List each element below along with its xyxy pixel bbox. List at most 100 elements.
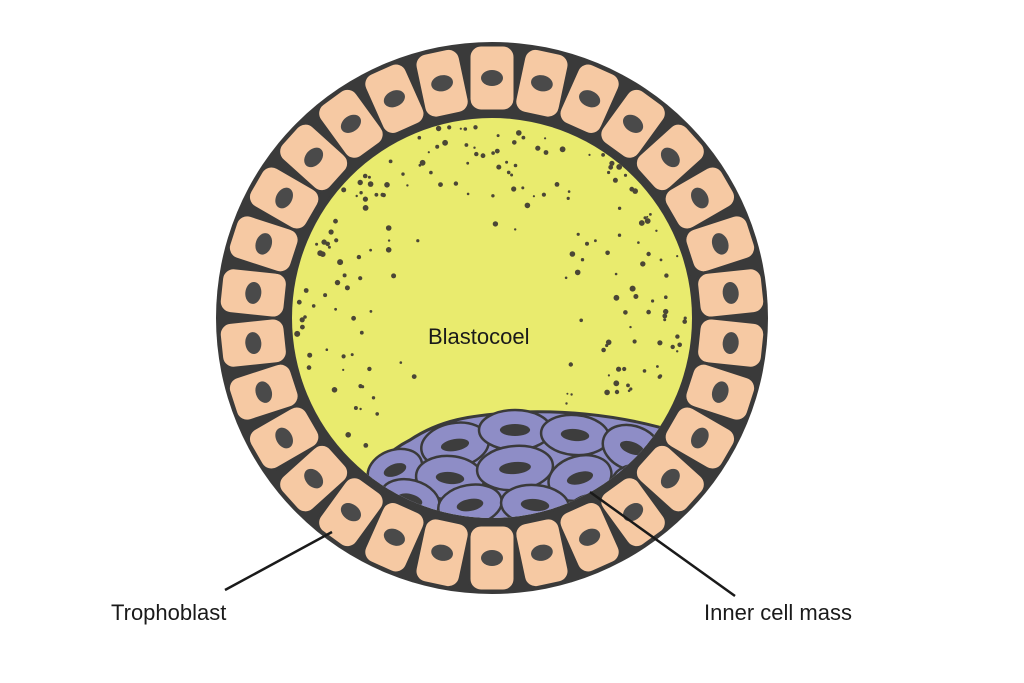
blastocoel-speck — [580, 258, 585, 262]
trophoblast-cell — [246, 404, 322, 472]
trophoblast-cell-nucleus — [383, 90, 405, 108]
blastocoel-speck — [644, 218, 651, 224]
blastocoel-speck — [505, 160, 509, 164]
trophoblast-cell-nucleus — [304, 468, 324, 489]
trophoblast-cell-nucleus — [579, 90, 601, 108]
trophoblast-cell-nucleus — [383, 528, 405, 546]
blastocoel-speck — [474, 151, 479, 157]
blastocoel-speck — [411, 374, 417, 379]
blastocoel-speck — [663, 308, 669, 315]
blastocoel-speck — [429, 170, 433, 175]
blastocoel-speck — [579, 318, 583, 323]
inner-cell-nucleus — [619, 440, 645, 456]
blastocoel-speck — [418, 163, 422, 167]
trophoblast-cell — [226, 213, 301, 275]
blastocoel-speck — [387, 239, 391, 242]
blastocoel-speck — [496, 134, 500, 138]
inner-cell-nucleus — [499, 424, 531, 436]
blastocoel-speck — [359, 407, 362, 411]
blastocoel-speck — [494, 148, 500, 154]
blastocoel-speck — [676, 255, 679, 258]
blastocoel-speck — [435, 125, 442, 132]
blastocoel-speck — [655, 229, 658, 232]
blastocoel-speck — [334, 279, 341, 286]
blastocoel-speck — [294, 330, 301, 337]
blastocoel-speck — [658, 374, 663, 378]
blastocoel-speck — [664, 273, 669, 278]
blastocoel-speck — [607, 374, 611, 377]
blastocoel-speck — [605, 339, 612, 346]
blastocoel-speck — [626, 383, 630, 388]
trophoblast-cell — [217, 266, 289, 320]
trophoblast-cell-nucleus — [711, 381, 729, 403]
blastocoel-speck — [617, 206, 622, 210]
blastocoel-speck — [315, 242, 319, 246]
blastocoel-speck — [463, 127, 468, 131]
blastocoel-speck — [613, 294, 620, 301]
trophoblast-cell-nucleus — [531, 544, 553, 561]
trophoblast-label: Trophoblast — [111, 600, 227, 625]
blastocoel-speck — [367, 366, 372, 372]
blastocoel-speck — [604, 389, 610, 396]
trophoblast-cell — [598, 475, 668, 550]
blastocoel-speck — [663, 318, 667, 322]
blastocoel-speck — [640, 261, 646, 267]
blastocoel-speck — [567, 190, 571, 193]
blastocoel-speck — [629, 325, 632, 329]
blastocoel-speck — [642, 369, 647, 373]
blastocoel-speck — [638, 220, 645, 226]
blastocoel-speck — [328, 229, 334, 235]
blastocoel-speck — [559, 146, 566, 153]
trophoblast-cell — [695, 266, 767, 320]
blastocoel-speck — [543, 150, 549, 155]
blastocoel-speck — [323, 293, 328, 298]
trophoblast-cell — [598, 86, 668, 161]
inner-cell-nucleus — [566, 471, 594, 485]
blastocoel-speck — [327, 245, 331, 249]
trophoblast-cell — [662, 404, 738, 472]
trophoblast-cell-nucleus — [481, 550, 503, 566]
blastocoel-speck — [623, 173, 628, 177]
trophoblast-cell — [277, 442, 351, 515]
blastocoel-speck — [683, 316, 687, 320]
inner-cell-mass-label: Inner cell mass — [704, 600, 852, 625]
blastocoel-speck — [331, 387, 338, 393]
blastocoel-speck — [317, 250, 324, 257]
inner-cell-nucleus — [383, 463, 407, 477]
inner-cell-nucleus — [520, 498, 550, 512]
blastocoel-speck — [566, 392, 569, 395]
blastocoel-speck — [341, 354, 346, 359]
blastocoel-speck — [359, 330, 364, 335]
blastocoel-speck — [569, 251, 576, 257]
blastocoel-speck — [521, 135, 526, 140]
trophoblast-cell-nucleus — [275, 427, 293, 449]
blastocoel-speck — [333, 218, 338, 224]
trophoblast-cell-nucleus — [531, 75, 553, 92]
blastocoel-speck — [616, 164, 623, 170]
trophoblast-cell-nucleus — [340, 114, 361, 133]
trophoblast-cell-nucleus — [255, 233, 273, 255]
blastocoel-speck — [682, 319, 687, 324]
blastocoel-speck — [391, 273, 397, 279]
blastocoel-speck — [524, 202, 531, 209]
blastocoel-speck — [544, 137, 547, 140]
blastocoel-speck — [646, 215, 649, 218]
blastocoel-speck — [362, 173, 368, 179]
blastocoel-speck — [399, 361, 403, 364]
blastocoel-speck — [646, 309, 651, 315]
blastocoel-speck — [651, 299, 655, 303]
blastocoel-speck — [511, 186, 517, 192]
blastocoel-speck — [350, 353, 354, 357]
blastocoel-speck — [427, 151, 430, 154]
blastocoel-speck — [510, 173, 514, 177]
blastocoel-speck — [447, 125, 452, 130]
blastocoel-speck — [299, 317, 305, 323]
blastocoel-speck — [532, 195, 536, 198]
blastocoel-speck — [419, 159, 426, 166]
blastocoel-speck — [605, 343, 609, 348]
blastocoel-speck — [384, 182, 390, 188]
blastocoel-speck — [622, 366, 627, 372]
blastocoel-speck — [568, 362, 573, 367]
blastocoel-speck — [321, 239, 327, 245]
